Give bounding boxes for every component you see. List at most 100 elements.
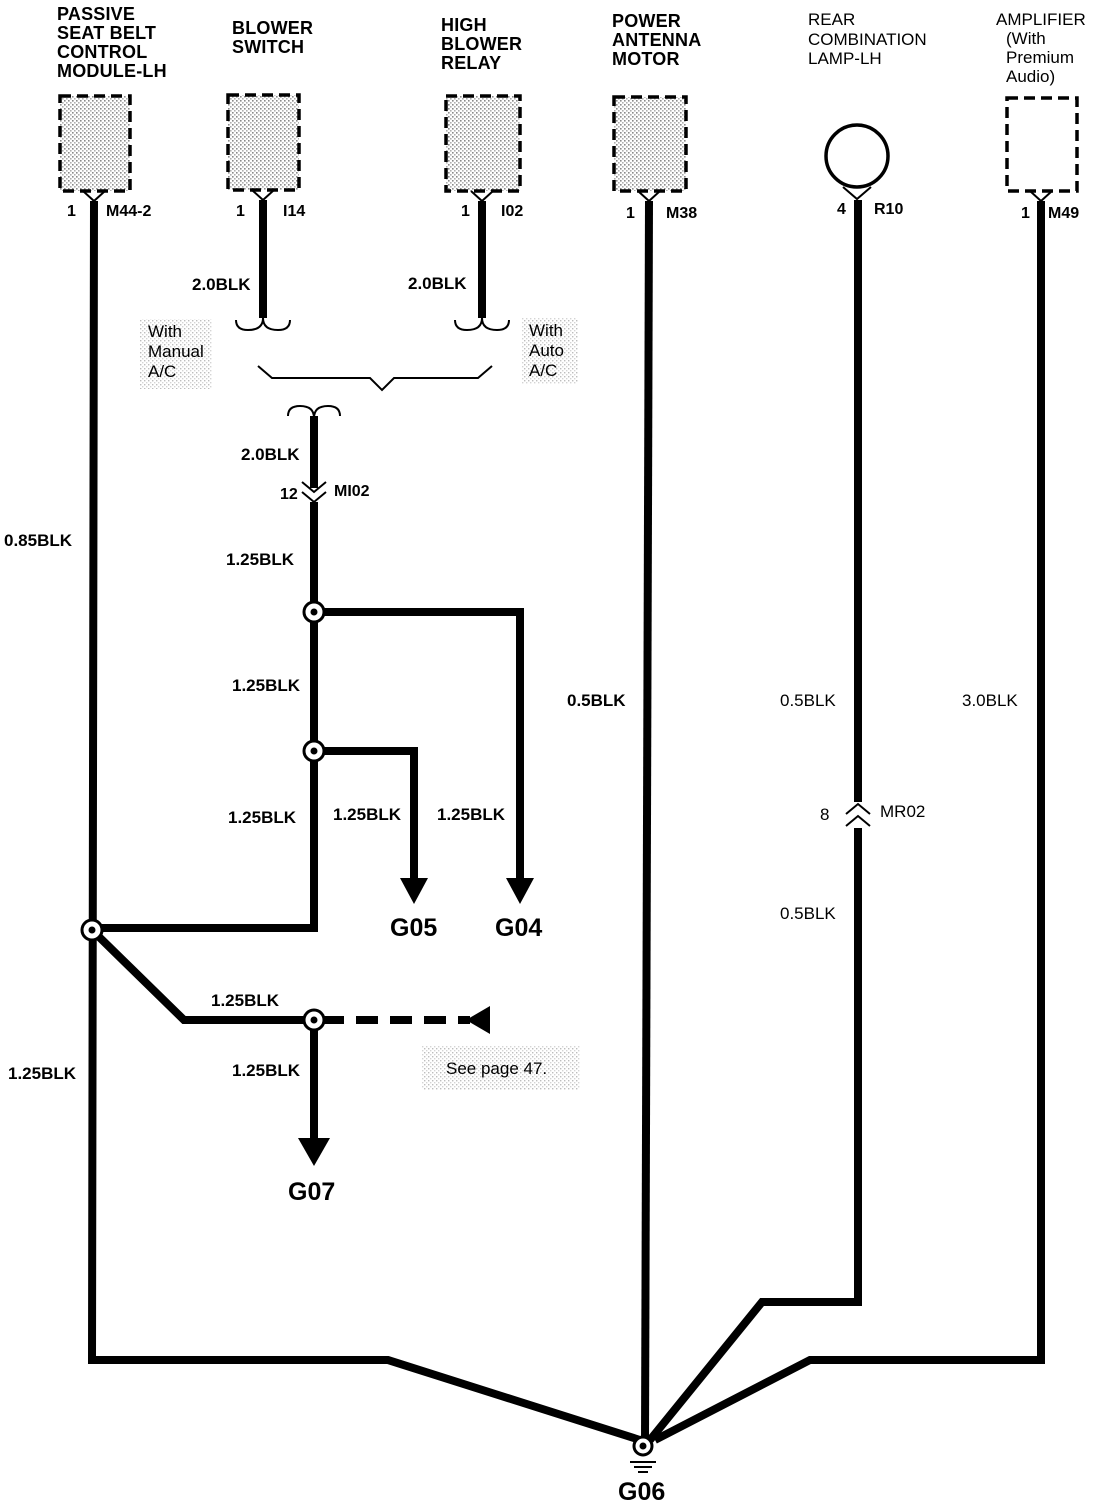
- component-title-line: CONTROL: [57, 42, 147, 62]
- wire-label: 1.25BLK: [228, 808, 297, 827]
- lamp-terminal-icon: [842, 186, 872, 201]
- pin-number: 1: [1021, 205, 1030, 222]
- lamp-bulb-icon: [824, 123, 890, 189]
- component-title-line: MOTOR: [612, 49, 680, 69]
- component-subtitle-line: Audio): [1006, 67, 1055, 86]
- ground-terminal-center: [639, 1442, 647, 1450]
- connector-mi02: 12 MI02: [280, 481, 370, 504]
- pin-number: 4: [837, 201, 846, 218]
- wire-power-antenna: [641, 200, 653, 1441]
- see-page-note: See page 47.: [422, 1046, 580, 1090]
- wiring: [87, 200, 1045, 1444]
- wire-label: 1.25BLK: [226, 550, 295, 569]
- ground-g05: G05: [390, 914, 437, 942]
- connector-hook-icon: [235, 317, 291, 332]
- wire-label: 1.25BLK: [232, 676, 301, 695]
- wire-label: 0.5BLK: [780, 904, 836, 923]
- pin-number: 1: [626, 205, 635, 222]
- wire-labels: 0.85BLK 1.25BLK 2.0BLK 2.0BLK 2.0BLK 1.2…: [4, 274, 1018, 1083]
- wire-amplifier: [653, 201, 1045, 1444]
- connector-id: MR02: [880, 802, 925, 821]
- connector-id: MI02: [334, 483, 370, 500]
- option-brace-icon: [257, 365, 493, 392]
- wire-label: 1.25BLK: [333, 805, 402, 824]
- component-title-line: LAMP-LH: [808, 49, 882, 68]
- wire-label: 3.0BLK: [962, 691, 1018, 710]
- connector-pin: 8: [820, 805, 829, 824]
- component-title-line: SWITCH: [232, 37, 304, 57]
- component-rear-combination-lamp: REAR COMBINATION LAMP-LH 4 R10: [808, 10, 927, 218]
- component-amplifier: AMPLIFIER (With Premium Audio) 1 M49: [996, 10, 1086, 222]
- inline-connector-icon: [301, 491, 327, 504]
- connector-hook-icon: [454, 317, 510, 332]
- terminal-markers: [82, 189, 1053, 203]
- arrow-down-icon: [298, 1138, 330, 1166]
- wire-to-g05: [314, 747, 418, 880]
- wire-label: 2.0BLK: [241, 445, 300, 464]
- component-power-antenna-motor: POWER ANTENNA MOTOR 1 M38: [612, 11, 701, 222]
- component-passive-seat-belt: PASSIVE SEAT BELT CONTROL MODULE-LH 1 M4…: [57, 4, 167, 220]
- wire-label: 2.0BLK: [192, 275, 251, 294]
- option-label-line: With: [148, 322, 182, 341]
- arrow-down-icon: [506, 878, 534, 904]
- component-box-passive-seat-belt: [58, 94, 132, 193]
- component-subtitle-line: (With: [1006, 29, 1046, 48]
- option-label-line: A/C: [529, 361, 557, 380]
- connector-pin: 12: [280, 486, 298, 503]
- splice-point-center: [88, 926, 96, 934]
- wire-to-g07-branch: [89, 927, 314, 1024]
- component-title-line: BLOWER: [441, 34, 522, 54]
- note-background: [422, 1046, 580, 1090]
- component-title-line: AMPLIFIER: [996, 10, 1086, 29]
- inline-connector-icon: [845, 802, 871, 815]
- option-auto-ac: With Auto A/C: [522, 318, 578, 384]
- wire-lamp-lower: [646, 828, 862, 1443]
- wire-label: 1.25BLK: [437, 805, 506, 824]
- pin-number: 1: [236, 203, 245, 220]
- component-title-line: REAR: [808, 10, 855, 29]
- component-high-blower-relay: HIGH BLOWER RELAY 1 I02: [441, 15, 523, 220]
- option-label-line: Manual: [148, 342, 204, 361]
- option-label-line: With: [529, 321, 563, 340]
- connector-id: R10: [874, 201, 903, 218]
- component-box-high-blower-relay: [444, 94, 522, 193]
- wire-left-main: [87, 200, 642, 1444]
- option-background: [522, 318, 578, 384]
- wire-label: 1.25BLK: [232, 1061, 301, 1080]
- component-title-line: POWER: [612, 11, 681, 31]
- ground-labels: G05 G04 G07: [288, 914, 542, 1206]
- wire-label: 0.5BLK: [780, 691, 836, 710]
- component-box-blower-switch: [226, 93, 301, 192]
- option-label-line: Auto: [529, 341, 564, 360]
- connector-id: I14: [283, 203, 305, 220]
- wire-label: 2.0BLK: [408, 274, 467, 293]
- option-background: [140, 319, 212, 389]
- pin-number: 1: [67, 203, 76, 220]
- option-label-line: A/C: [148, 362, 176, 381]
- arrows: [298, 878, 534, 1166]
- splice-point-center: [310, 608, 318, 616]
- connector-id: M44-2: [106, 203, 151, 220]
- component-title-line: RELAY: [441, 53, 501, 73]
- component-box-amplifier: [1005, 96, 1079, 193]
- connector-hook-icon: [287, 404, 341, 419]
- ground-g06-symbol: G06: [618, 1435, 665, 1506]
- option-split: [235, 317, 510, 419]
- option-manual-ac: With Manual A/C: [140, 319, 212, 389]
- splice-point-center: [310, 747, 318, 755]
- component-title-line: MODULE-LH: [57, 61, 167, 81]
- see-page-note-text: See page 47.: [446, 1059, 547, 1078]
- pin-number: 1: [461, 203, 470, 220]
- inline-connector-icon: [301, 481, 327, 494]
- component-title-line: BLOWER: [232, 18, 313, 38]
- component-subtitle-line: Premium: [1006, 48, 1074, 67]
- arrow-down-icon: [400, 878, 428, 904]
- connector-mr02: 8 MR02: [820, 802, 925, 827]
- connector-id: M49: [1048, 205, 1079, 222]
- connector-id: I02: [501, 203, 523, 220]
- ground-g07: G07: [288, 1178, 335, 1206]
- ground-g04: G04: [495, 914, 542, 942]
- splice-point-center: [310, 1016, 318, 1024]
- component-box-power-antenna-motor: [612, 95, 688, 193]
